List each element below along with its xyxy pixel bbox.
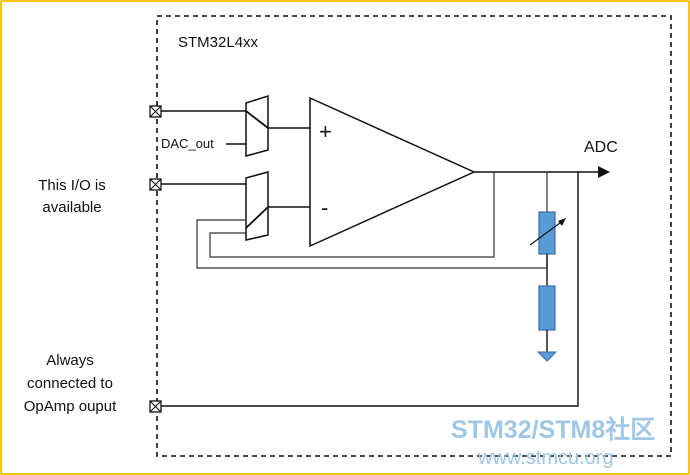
opamp-triangle	[309, 96, 476, 248]
io-label-line1: This I/O is	[38, 177, 106, 194]
minus-sign: -	[321, 195, 328, 220]
ground-icon	[536, 351, 558, 362]
dac-out-label: DAC_out	[161, 136, 214, 151]
adc-label: ADC	[584, 139, 618, 156]
pin-output	[149, 400, 162, 413]
pin-top	[149, 105, 162, 118]
watermark: STM32/STM8社区 www.stmcu.org	[451, 415, 655, 469]
watermark-community: 社区	[605, 415, 655, 444]
mux-minus	[245, 171, 269, 241]
mux-plus	[245, 94, 269, 157]
always-label-line2: connected to	[27, 375, 113, 392]
watermark-sep: /	[532, 416, 539, 444]
watermark-stm8: STM8	[539, 416, 606, 444]
chip-label: STM32L4xx	[178, 34, 259, 51]
io-label-line2: available	[42, 199, 101, 216]
wire-output-pin	[161, 172, 579, 407]
pin-io	[149, 178, 162, 191]
always-label-line3: OpAmp ouput	[24, 398, 117, 415]
variable-resistor-arrow	[529, 219, 565, 246]
adc-arrow	[598, 166, 610, 178]
always-label-line1: Always	[46, 352, 94, 369]
watermark-url: www.stmcu.org	[477, 447, 614, 469]
chip-boundary	[156, 15, 672, 457]
watermark-stm32: STM32	[451, 416, 532, 444]
fixed-resistor	[538, 285, 556, 331]
svg-text:STM32/STM8社区: STM32/STM8社区	[451, 415, 655, 444]
plus-sign: +	[319, 119, 332, 144]
